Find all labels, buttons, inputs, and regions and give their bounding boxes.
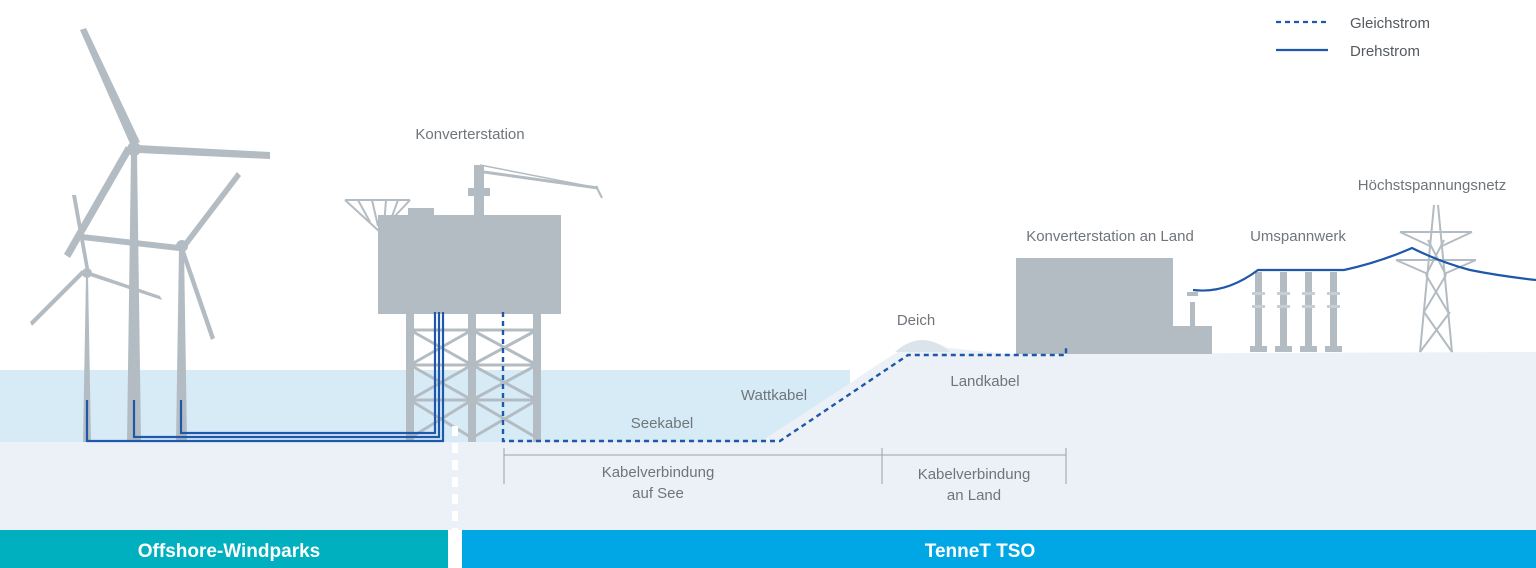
span-brackets (503, 448, 1067, 484)
span-sea-line2: auf See (632, 485, 684, 502)
span-land-line2: an Land (947, 487, 1001, 504)
label-onshore-converter: Konverterstation an Land (1026, 228, 1194, 245)
label-grid: Höchstspannungsnetz (1358, 177, 1506, 194)
substation-equipment (1250, 272, 1342, 352)
band-right-label: TenneT TSO (925, 541, 1035, 562)
span-land-line1: Kabelverbindung (918, 466, 1031, 483)
label-dike: Deich (897, 312, 935, 329)
wind-turbine-tall (64, 28, 270, 442)
transmission-pylon (1395, 204, 1477, 353)
legend-ac-label: Drehstrom (1350, 43, 1420, 60)
platform-jacket (406, 314, 541, 442)
land-dike-profile (760, 341, 1536, 442)
platform-topside (378, 215, 561, 314)
dike-hump (895, 340, 950, 352)
crane (468, 164, 603, 215)
platform-roof-box (408, 208, 434, 217)
label-land-cable: Landkabel (950, 373, 1019, 390)
legend-dc-label: Gleichstrom (1350, 15, 1430, 32)
band-offshore-windparks (0, 530, 448, 568)
wind-turbines (30, 28, 270, 442)
legend: Gleichstrom Drehstrom (1276, 15, 1430, 60)
ac-cables (85, 246, 1536, 443)
label-offshore-converter: Konverterstation (415, 126, 524, 143)
span-sea-line1: Kabelverbindung (602, 464, 715, 481)
label-sea-cable: Seekabel (631, 415, 694, 432)
label-tidal-cable: Wattkabel (741, 387, 807, 404)
wind-turbine-right (82, 172, 241, 442)
offshore-converter-platform (344, 164, 603, 442)
onshore-converter-building (1016, 258, 1212, 354)
seabed-ground (0, 442, 1536, 530)
band-tennet-tso (462, 530, 1536, 568)
band-left-label: Offshore-Windparks (138, 541, 320, 562)
label-substation: Umspannwerk (1250, 228, 1346, 245)
